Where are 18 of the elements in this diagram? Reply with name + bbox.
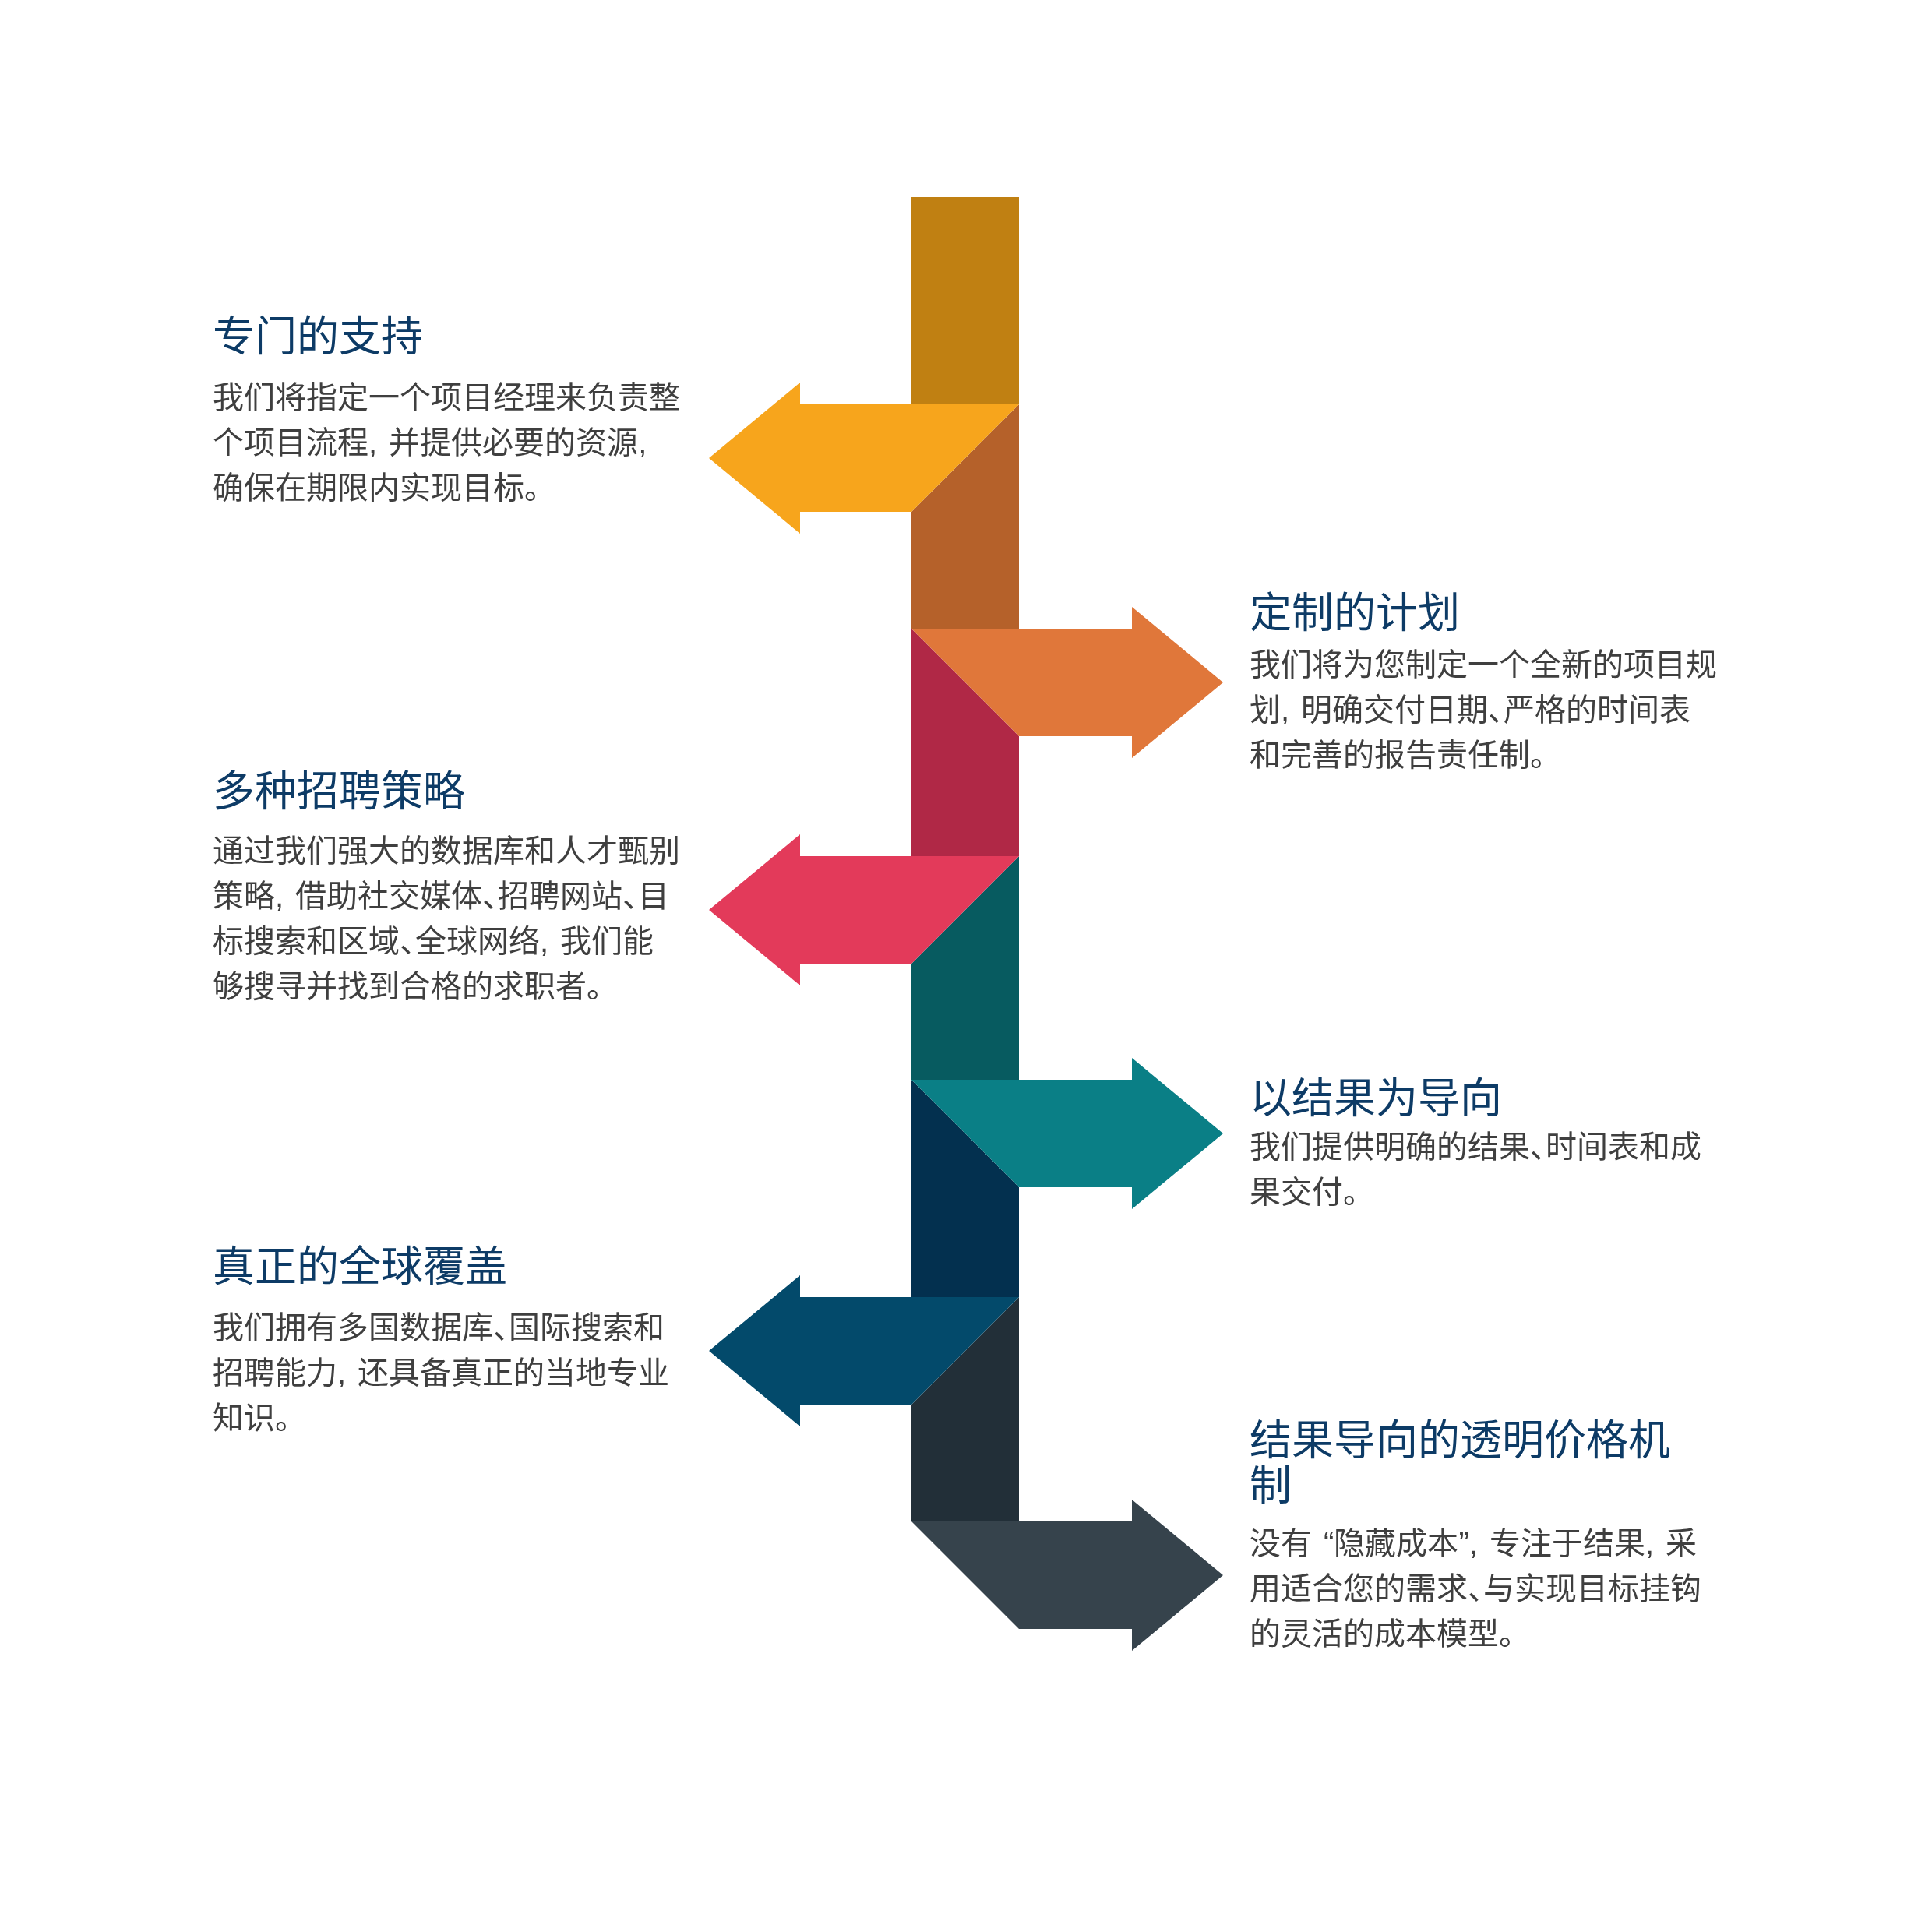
arrow — [911, 1500, 1223, 1651]
description-text: 我们提供明确的结果、时间表和成果交付。 — [1250, 1129, 1702, 1211]
description-text: 没有 “隐藏成本”, 专注于结果, 采用适合您的需求、与实现目标挂钩的灵活的成本模型。 — [1250, 1525, 1702, 1652]
description-text: 我们将指定一个项目经理来负责整个项目流程, 并提供必要的资源, 确保在期限内实现目标。 — [213, 379, 681, 506]
arrow — [709, 1275, 1019, 1426]
section-heading: 结果导向的透明价格机制 — [1250, 1418, 1671, 1508]
section-heading: 定制的计划 — [1250, 591, 1461, 636]
arrow — [911, 607, 1223, 758]
arrow — [709, 383, 1019, 534]
section-heading: 以结果为导向 — [1250, 1076, 1503, 1121]
description-text: 我们将为您制定一个全新的项目规划, 明确交付日期、严格的时间表和完善的报告责任制。 — [1250, 647, 1718, 774]
section-heading: 专门的支持 — [213, 314, 424, 359]
arrow — [709, 834, 1019, 985]
description-text: 我们拥有多国数据库、国际搜索和招聘能力, 还具备真正的当地专业知识。 — [213, 1310, 671, 1437]
section-heading: 多种招聘策略 — [213, 769, 466, 814]
section-heading: 真正的全球覆盖 — [213, 1244, 508, 1289]
description-text: 通过我们强大的数据库和人才甄别策略, 借助社交媒体、招聘网站、目标搜索和区域、全球网络, 我们能够搜寻并找到合格的求职者。 — [213, 833, 681, 1005]
arrow — [911, 1058, 1223, 1209]
